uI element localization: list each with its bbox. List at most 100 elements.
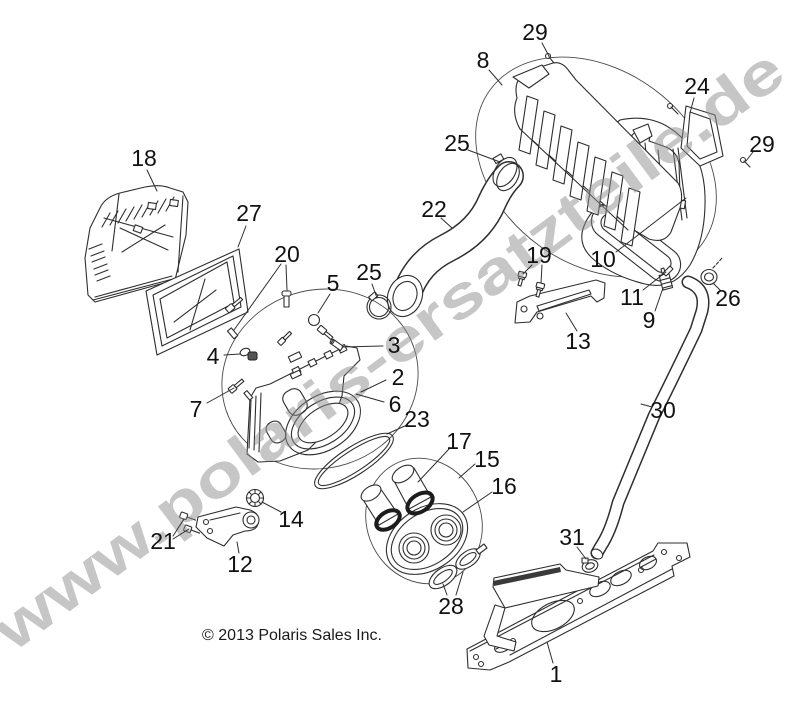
vent-ovals-drawing bbox=[428, 543, 488, 590]
callout-13-support-bracket: 13 bbox=[565, 328, 591, 354]
callout-17-intake-horns: 17 bbox=[446, 428, 472, 454]
spacer-disc-drawing bbox=[700, 256, 724, 286]
dowel-pin-drawing bbox=[329, 338, 344, 352]
callout-18-airbox-cover: 18 bbox=[131, 145, 157, 171]
callout-23-o-ring: 23 bbox=[404, 406, 430, 432]
callout-1-mounting-plate: 1 bbox=[550, 661, 563, 687]
leader-line-15 bbox=[458, 463, 476, 479]
plate-seal-strip bbox=[493, 567, 561, 586]
leader-line-29 bbox=[745, 151, 754, 162]
hex-bolt-2 bbox=[535, 281, 546, 298]
heat-shield-drawing bbox=[512, 62, 683, 247]
leader-line-9 bbox=[654, 287, 664, 312]
callout-29-screw: 29 bbox=[749, 131, 775, 157]
callout-14-cap-nut: 14 bbox=[278, 506, 304, 532]
callout-15-intake-boot: 15 bbox=[474, 446, 500, 472]
callout-12-bracket: 12 bbox=[227, 551, 253, 577]
leader-line-29 bbox=[541, 42, 550, 57]
leader-line-16 bbox=[462, 491, 493, 513]
shield-louvers bbox=[518, 95, 641, 247]
leader-line-6 bbox=[355, 393, 385, 403]
cap-nut-drawing bbox=[245, 488, 265, 508]
leader-line-12 bbox=[236, 541, 240, 554]
intake-horn-left bbox=[360, 484, 402, 532]
leader-line-25 bbox=[371, 283, 378, 299]
leader-line-19 bbox=[522, 264, 533, 275]
leader-line-1 bbox=[546, 641, 554, 664]
pin-20b-drawing bbox=[226, 327, 239, 340]
intake-horn-right bbox=[391, 464, 435, 516]
callout-5-grommet: 5 bbox=[327, 270, 340, 296]
leader-line-26 bbox=[712, 282, 722, 292]
shield-ear-right bbox=[632, 123, 653, 144]
leader-line-11 bbox=[642, 271, 667, 291]
airbox-base-drawing bbox=[225, 290, 361, 463]
o-ring-drawing bbox=[314, 432, 394, 490]
bolt-small-drawing bbox=[277, 330, 293, 346]
shield-ear-left bbox=[512, 64, 550, 89]
bolt-extra-drawing bbox=[225, 296, 244, 314]
leader-line-13 bbox=[565, 312, 578, 332]
leader-line-23 bbox=[386, 424, 408, 435]
leader-line-21 bbox=[172, 518, 185, 537]
callout-19-hex-bolts: 19 bbox=[526, 242, 552, 268]
leader-line-22 bbox=[440, 217, 453, 229]
leader-line-17 bbox=[417, 448, 450, 483]
leader-line-14 bbox=[261, 501, 282, 513]
hex-bolt-1 bbox=[517, 270, 528, 287]
callout-29-screw: 29 bbox=[522, 19, 548, 45]
airbox-cover-drawing bbox=[84, 185, 189, 303]
screw-20a-drawing bbox=[281, 290, 292, 308]
callout-25-hose-clamp: 25 bbox=[444, 130, 470, 156]
leader-line-4 bbox=[223, 353, 241, 356]
retainer-pin-drawing bbox=[662, 265, 674, 277]
callout-11-retainer-pin: 11 bbox=[620, 284, 644, 310]
leader-line-8 bbox=[488, 69, 503, 86]
callout-2-airbox-base: 2 bbox=[392, 364, 405, 390]
plate-back-wall bbox=[492, 563, 600, 609]
leader-line-24 bbox=[689, 97, 695, 114]
callout-26-spacer-disc: 26 bbox=[715, 285, 741, 311]
callout-3-dowel-pin: 3 bbox=[388, 332, 401, 358]
drain-tube-drawing bbox=[581, 275, 710, 573]
mounting-plate-drawing bbox=[466, 542, 691, 671]
leader-line-28 bbox=[442, 583, 448, 596]
leader-line-3 bbox=[341, 345, 384, 348]
airbox-balloon bbox=[221, 288, 419, 470]
leader-line-10 bbox=[615, 197, 687, 253]
air-filter-drawing bbox=[145, 248, 249, 356]
copyright-text: © 2013 Polaris Sales Inc. bbox=[202, 627, 382, 644]
plate-side-wall bbox=[483, 604, 517, 652]
muffler-balloon bbox=[475, 56, 717, 278]
bracket-drawing bbox=[195, 506, 260, 547]
callout-4-grommet-nut: 4 bbox=[207, 343, 220, 369]
callout-8-heat-shield: 8 bbox=[477, 47, 490, 73]
gasket-drawing bbox=[666, 102, 724, 167]
leader-line-2 bbox=[360, 379, 387, 393]
intake-boot-drawing bbox=[360, 464, 469, 575]
leader-line-18 bbox=[146, 169, 158, 192]
leader-line-28 bbox=[455, 571, 464, 596]
leader-line-5 bbox=[317, 293, 331, 314]
callout-21-screws: 21 bbox=[150, 528, 176, 554]
callout-9-stud: 9 bbox=[643, 307, 656, 333]
leader-line-7 bbox=[206, 387, 235, 404]
boot-corrugations bbox=[398, 514, 462, 564]
support-bracket-drawing bbox=[514, 270, 606, 324]
leader-line-20 bbox=[285, 264, 288, 291]
callout-16-boot-base: 16 bbox=[491, 473, 517, 499]
callout-31-clamp: 31 bbox=[559, 524, 585, 550]
callout-20-screws: 20 bbox=[274, 241, 300, 267]
stud-drawing bbox=[658, 267, 674, 291]
callout-10-muffler: 10 bbox=[590, 246, 616, 272]
leader-line-27 bbox=[237, 225, 247, 248]
grommet-nut-drawing bbox=[239, 347, 258, 361]
seal-ring-drawing bbox=[285, 390, 361, 456]
leader-line-21 bbox=[172, 528, 190, 540]
leader-line-25 bbox=[467, 149, 501, 163]
grommet-5-drawing bbox=[307, 313, 334, 341]
callout-25-hose-clamp: 25 bbox=[356, 259, 382, 285]
leader-line-30 bbox=[640, 403, 653, 408]
